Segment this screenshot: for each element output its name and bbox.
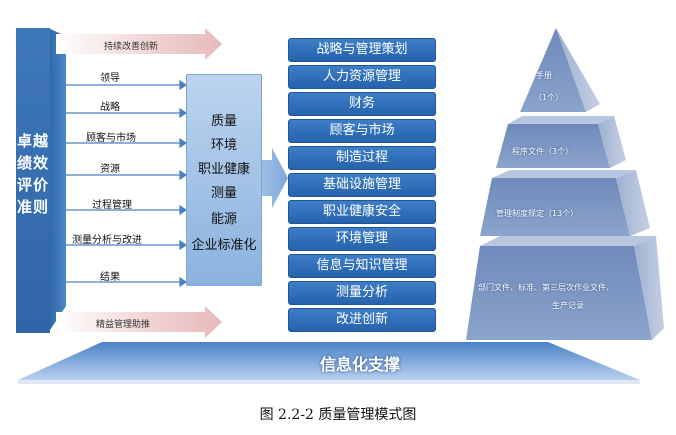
flow-arrow bbox=[262, 148, 288, 208]
bottom-strip-arrow bbox=[56, 306, 222, 338]
connector-lines bbox=[66, 79, 188, 288]
focus-item-measurement: 测量 bbox=[210, 186, 237, 201]
base-platform bbox=[18, 342, 640, 380]
focus-item-quality: 质量 bbox=[210, 114, 237, 129]
process-finance: 财务 bbox=[288, 92, 436, 116]
focus-item-environment: 环境 bbox=[210, 138, 237, 153]
focus-item-occupational-health: 职业健康 bbox=[197, 162, 250, 177]
focus-item-energy: 能源 bbox=[210, 212, 237, 227]
process-improvement-innovation: 改进创新 bbox=[288, 308, 436, 332]
pyramid-tier-2-top bbox=[508, 116, 614, 124]
pyramid-tier-4-label: 部门文件、标准、第三层次作业文件、 bbox=[478, 283, 614, 292]
process-infrastructure: 基础设施管理 bbox=[288, 173, 436, 197]
document-pyramid bbox=[466, 28, 664, 340]
figure-caption: 图 2.2-2 质量管理模式图 bbox=[259, 407, 417, 423]
pyramid-tier-1-label: 手册 bbox=[536, 71, 552, 80]
process-manufacturing: 制造过程 bbox=[288, 146, 436, 170]
criteria-title: 卓越绩效评价准则 bbox=[16, 132, 49, 216]
criteria-item-resources: 资源 bbox=[100, 164, 120, 175]
top-strip-label: 持续改善创新 bbox=[104, 42, 159, 52]
criteria-item-process-management: 过程管理 bbox=[92, 200, 132, 211]
pyramid-tier-2-label: 程序文件（3个） bbox=[512, 147, 574, 156]
base-shadow bbox=[18, 380, 640, 384]
pyramid-tier-1-side bbox=[556, 28, 600, 112]
pyramid-tier-1 bbox=[520, 28, 586, 112]
criteria-bar bbox=[16, 28, 50, 333]
criteria-item-leadership: 领导 bbox=[100, 73, 120, 84]
process-human-resources: 人力资源管理 bbox=[288, 65, 436, 89]
focus-item-standardization: 企业标准化 bbox=[191, 238, 257, 253]
process-environment-management: 环境管理 bbox=[288, 227, 436, 251]
process-strategy-planning: 战略与管理策划 bbox=[288, 38, 436, 62]
process-customer-market: 顾客与市场 bbox=[288, 119, 436, 143]
process-measurement-analysis: 测量分析 bbox=[288, 281, 436, 305]
process-information-knowledge: 信息与知识管理 bbox=[288, 254, 436, 278]
criteria-item-strategy: 战略 bbox=[100, 102, 120, 113]
criteria-item-customer-market: 顾客与市场 bbox=[86, 133, 136, 144]
process-occupational-safety: 职业健康安全 bbox=[288, 200, 436, 224]
management-systems-box bbox=[186, 74, 262, 286]
pyramid-tier-2 bbox=[496, 124, 610, 168]
information-support-label: 信息化支撑 bbox=[319, 355, 400, 374]
pyramid-tier-4 bbox=[466, 246, 652, 340]
top-strip-arrow bbox=[56, 28, 222, 60]
criteria-item-results: 结果 bbox=[100, 272, 120, 283]
criteria-wedge bbox=[48, 28, 66, 333]
pyramid-tier-2-side bbox=[598, 116, 626, 168]
pyramid-tier-3-top bbox=[492, 170, 636, 178]
pyramid-tier-1-count: （1个） bbox=[534, 93, 564, 102]
bottom-strip-label: 精益管理助推 bbox=[96, 320, 151, 330]
pyramid-tier-4-side bbox=[634, 236, 664, 340]
pyramid-tier-3 bbox=[480, 178, 630, 236]
pyramid-tier-3-label: 管理制度规定（13个） bbox=[496, 209, 579, 218]
pyramid-tier-3-side bbox=[616, 170, 650, 236]
pyramid-tier-4-top bbox=[480, 236, 656, 246]
criteria-item-measurement-improvement: 测量分析与改进 bbox=[72, 235, 142, 246]
pyramid-tier-4-sublabel: 生产记录 bbox=[552, 301, 584, 310]
